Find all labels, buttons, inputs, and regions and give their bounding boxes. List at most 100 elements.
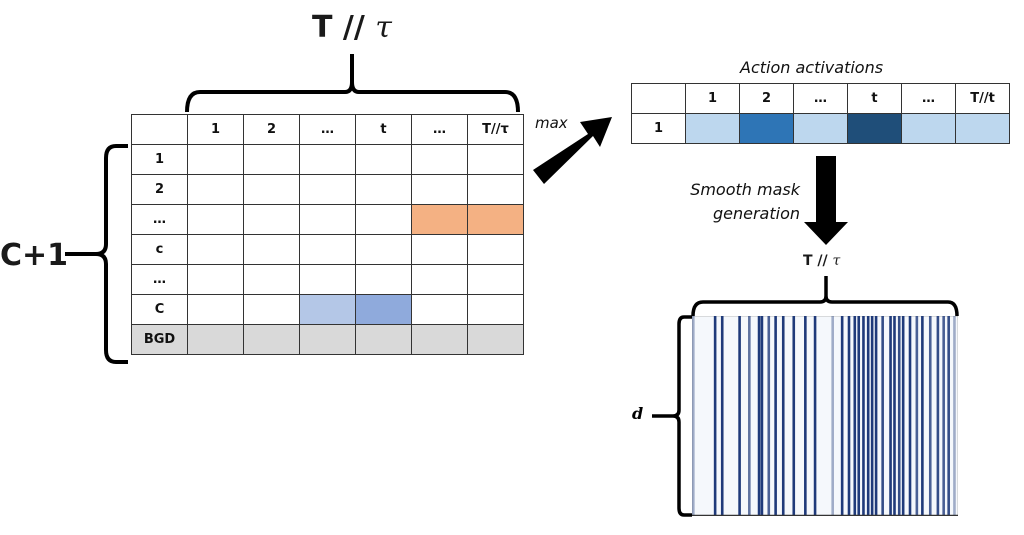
left-top-brace [185,54,520,113]
activations-title: Action activations [740,58,884,77]
mask-stripe [893,316,896,516]
mask-stripe [936,316,940,516]
activation-cell [243,324,300,355]
activation-cell [355,324,412,355]
mask-background [692,316,958,516]
mask-stripe [781,316,785,516]
smooth-mask-label-line1: Smooth mask [690,180,800,199]
mask-time-label: T // τ [803,253,840,269]
activation-cell [847,113,902,144]
table-row: 1 [131,144,524,175]
row-label: c [131,234,188,265]
activation-cell [411,264,468,295]
activation-cell [467,264,524,295]
activation-cell [187,324,244,355]
activation-cell [793,113,848,144]
mask-time-label-prefix: T // [803,253,828,269]
mask-stripe [792,316,796,516]
row-label: 2 [131,174,188,205]
column-header: T//τ [467,114,524,145]
activation-cell [467,234,524,265]
activation-cell [355,204,412,235]
mask-stripe [831,316,834,516]
mask-stripe [713,316,717,516]
activation-cell [187,204,244,235]
activation-cell [299,294,356,325]
activation-cell [299,324,356,355]
activation-cell [955,113,1010,144]
activation-cell [187,144,244,175]
mask-stripe [866,316,870,516]
column-header: … [793,83,848,114]
smooth-mask-label-line2: generation [712,204,800,223]
column-header [131,114,188,145]
mask-stripe [760,316,764,516]
mask-stripe [857,316,861,516]
table-row: … [131,204,524,235]
table-row: BGD [131,324,524,355]
row-label: … [131,264,188,295]
activation-cell [355,264,412,295]
mask-stripe [847,316,851,516]
mask-stripe [840,316,844,516]
mask-stripe [862,316,865,516]
mask-stripe [874,316,878,516]
activation-cell [243,204,300,235]
row-label: … [131,204,188,235]
left-time-label: T // τ [312,10,392,45]
table-row: 1 [631,113,1010,144]
mask-stripe [901,316,905,516]
mask-stripe [928,316,932,516]
column-header: 1 [187,114,244,145]
activation-cell [355,144,412,175]
mask-stripe [889,316,892,516]
activation-cell [243,144,300,175]
activation-cell [355,234,412,265]
activation-cell [243,264,300,295]
mask-stripe [881,316,884,516]
activation-cell [411,324,468,355]
tau-symbol: τ [375,10,392,45]
activation-cell [411,174,468,205]
column-header: t [847,83,902,114]
row-label: C [131,294,188,325]
activation-cell [243,174,300,205]
mask-stripe [692,316,695,516]
mask-stripe [804,316,807,516]
mask-stripe [915,316,919,516]
activation-cell [187,264,244,295]
activation-cell [685,113,740,144]
mask-stripe [748,316,751,516]
activation-cell [299,264,356,295]
activation-cell [467,324,524,355]
mask-stripe [921,316,924,516]
mask-stripe [757,316,761,516]
activation-cell [299,144,356,175]
mask-top-brace [691,276,959,317]
mask-dim-label: d [632,404,644,423]
mask-stripe [908,316,912,516]
table-row: 2 [131,174,524,205]
activation-cell [355,174,412,205]
table-row: c [131,234,524,265]
max-label: max [535,114,568,132]
max-arrow [533,117,612,184]
activation-cell [299,234,356,265]
mask-side-brace [652,315,692,517]
activation-cell [411,294,468,325]
mask-stripe [774,316,777,516]
activation-cell [411,204,468,235]
row-label: 1 [631,113,686,144]
row-label: BGD [131,324,188,355]
mask-stripe [953,316,956,516]
column-header: … [901,83,956,114]
activation-cell [299,174,356,205]
activation-cell [467,174,524,205]
mask-stripe [720,316,724,516]
tau-symbol: τ [832,253,841,269]
activation-cell [739,113,794,144]
activation-cell [243,234,300,265]
